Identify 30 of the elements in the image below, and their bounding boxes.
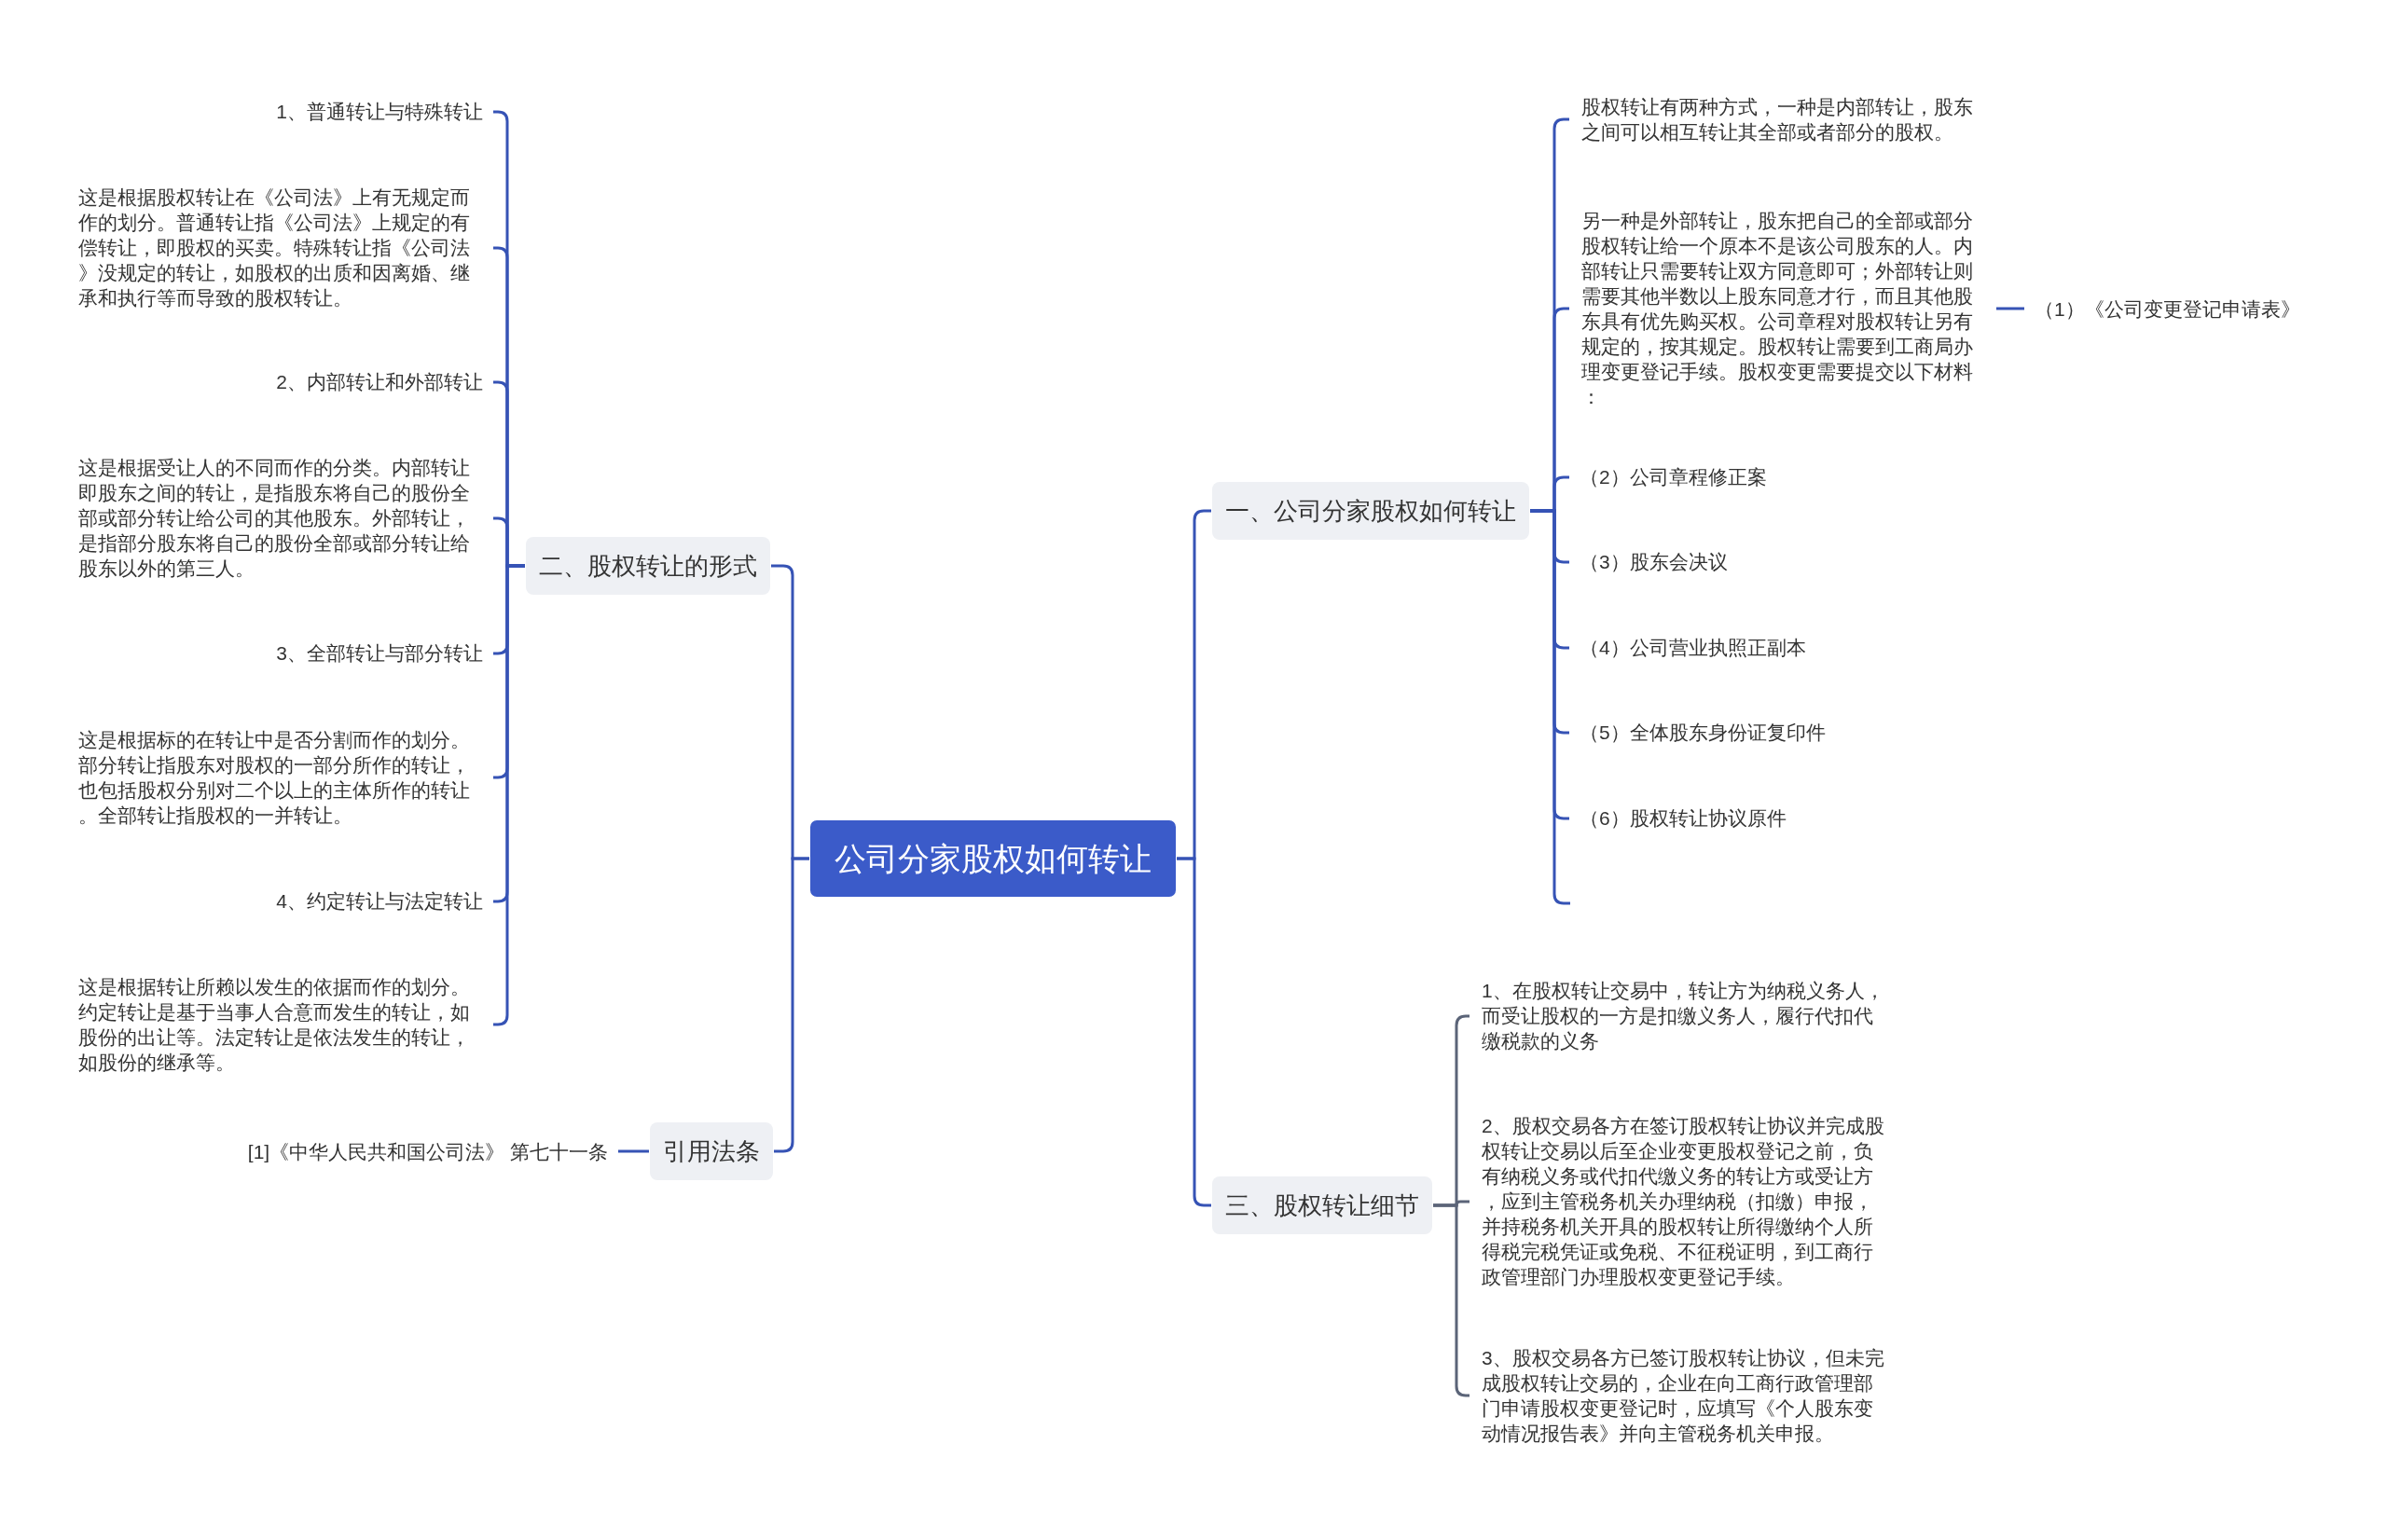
connector-line	[774, 857, 809, 1153]
subtopic-label: （5）全体股东身份证复印件	[1570, 720, 1835, 745]
connector-line	[1996, 307, 2024, 310]
subtopic-label: 1、普通转让与特殊转让	[267, 99, 492, 124]
connector-line	[618, 1149, 649, 1153]
description-text: 这是根据受让人的不同而作的分类。内部转让即股东之间的转让，是指股东将自己的股份全部或部分转让给公司的其他股东。外部转让，是指部分股东将自己的股份全部或部分转让给股东以外的第三人。	[67, 455, 492, 581]
connector-line	[1530, 509, 1570, 905]
description-text: 这是根据标的在转让中是否分割而作的划分。部分转让指股东对股权的一部分所作的转让，也包括股权分别对二个以上的主体所作的转让。全部转让指股权的一并转让。	[67, 727, 492, 828]
subtopic-label: 4、约定转让与法定转让	[267, 888, 492, 914]
topic-box: 三、股权转让细节	[1212, 1176, 1432, 1234]
description-text: 2、股权交易各方在签订股权转让协议并完成股权转让交易以后至企业变更股权登记之前，负有纳税义务或代扣代缴义务的转让方或受让方，应到主管税务机关办理纳税（扣缴）申报，并持税务机关开具的股权转让所得缴纳个人所得税完税凭证或免税、不征税证明，到工商行政管理部门办理股权变更登记手续。	[1470, 1113, 1896, 1289]
subtopic-label: 3、全部转让与部分转让	[267, 640, 492, 666]
subtopic-label: （2）公司章程修正案	[1570, 464, 1776, 489]
description-text: 股权转让有两种方式，一种是内部转让，股东之间可以相互转让其全部或者部分的股权。	[1570, 94, 1995, 144]
topic-box: 引用法条	[650, 1122, 773, 1180]
description-text: 这是根据转让所赖以发生的依据而作的划分。约定转让是基于当事人合意而发生的转让，如股份的出让等。法定转让是依法发生的转让，如股份的继承等。	[67, 974, 492, 1075]
central-topic-box: 公司分家股权如何转让	[810, 820, 1176, 897]
description-text: 3、股权交易各方已签订股权转让协议，但未完成股权转让交易的，企业在向工商行政管理部门申请股权变更登记时，应填写《个人股东变动情况报告表》并向主管税务机关申报。	[1470, 1345, 1896, 1446]
topic-box: 一、公司分家股权如何转让	[1212, 482, 1529, 540]
subtopic-label: （6）股权转让协议原件	[1570, 805, 1796, 831]
subtopic-label: 2、内部转让和外部转让	[267, 369, 492, 394]
description-text: 这是根据股权转让在《公司法》上有无规定而作的划分。普通转让指《公司法》上规定的有偿转让，即股权的买卖。特殊转让指《公司法》没规定的转让，如股权的出质和因离婚、继承和执行等而导致的股权转让。	[67, 185, 492, 310]
description-text: 另一种是外部转让，股东把自己的全部或部分股权转让给一个原本不是该公司股东的人。内部转让只需要转让双方同意即可；外部转让则需要其他半数以上股东同意才行，而且其他股东具有优先购买权。公司章程对股权转让另有规定的，按其规定。股权转让需要到工商局办理变更登记手续。股权变更需要提交以下材料：	[1570, 208, 1995, 409]
subtopic-label: （1）《公司变更登记申请表》	[2025, 296, 2310, 322]
subtopic-label: [1]《中华人民共和国公司法》 第七十一条	[238, 1139, 617, 1164]
description-text: 1、在股权转让交易中，转让方为纳税义务人，而受让股权的一方是扣缴义务人，履行代扣代缴税款的义务	[1470, 978, 1896, 1053]
subtopic-label: （3）股东会决议	[1570, 549, 1737, 574]
topic-box: 二、股权转让的形式	[526, 537, 770, 595]
connector-line	[1177, 857, 1211, 1207]
subtopic-label: （4）公司营业执照正副本	[1570, 635, 1815, 660]
